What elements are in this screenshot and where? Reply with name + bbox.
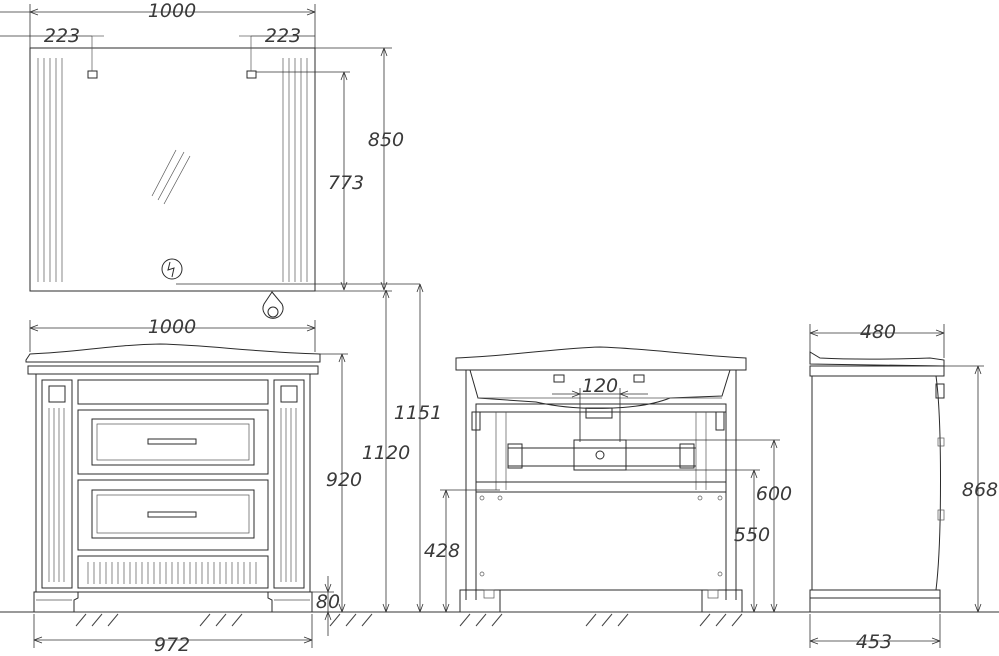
mirror-dimensions: 1000 223 223 850 773	[0, 0, 420, 292]
mirror-width-label: 1000	[148, 0, 196, 22]
drawer-upper-handle	[147, 438, 197, 445]
side-base-depth-label: 453	[856, 631, 892, 653]
cabinet-front-view	[25, 343, 321, 613]
hanger-left	[87, 70, 98, 79]
side-height-label: 868	[962, 479, 998, 501]
side-countertop	[809, 351, 945, 367]
basin-top	[455, 346, 747, 371]
side-depth-label: 480	[860, 321, 896, 343]
hanger-right	[246, 70, 257, 79]
countertop	[25, 343, 321, 363]
side-handle-top	[935, 383, 945, 399]
level-600-label: 600	[756, 483, 792, 505]
mirror-right-offset-label: 223	[265, 25, 301, 47]
floor-line	[0, 611, 999, 627]
foot-right	[267, 591, 313, 613]
cabinet-height-label: 920	[326, 469, 362, 491]
plinth-height-label: 80	[316, 591, 340, 613]
drawer-lower-handle	[147, 511, 197, 518]
mirror-inner-height-label: 773	[328, 172, 364, 194]
cabinet-side-dimensions: 480 453 868	[809, 321, 998, 653]
cabinet-side-view	[809, 351, 945, 613]
mirror-view	[29, 35, 316, 319]
outlet-height-label: 428	[424, 540, 460, 562]
top-rail	[77, 379, 269, 405]
mirror-height-label: 850	[368, 129, 404, 151]
mirror-bottom-height-label: 1120	[362, 442, 410, 464]
mirror-left-offset-label: 223	[44, 25, 80, 47]
cabinet-back-dimensions: 120 428 600 550	[424, 375, 792, 613]
cabinet-base-width-label: 972	[154, 634, 190, 656]
drawer-lower	[77, 479, 269, 551]
socket-icon	[262, 291, 284, 319]
total-top-height-label: 1151	[394, 402, 442, 424]
lightning-bolt-icon	[161, 258, 183, 280]
cabinet-front-dimensions: 1000 972 920 80 1120 1151	[29, 283, 442, 656]
cabinet-body	[35, 373, 311, 593]
drawer-upper	[77, 409, 269, 475]
foot-left	[33, 591, 79, 613]
mirror-frame	[29, 47, 316, 292]
lower-back-panel	[475, 491, 727, 591]
cabinet-width-label: 1000	[148, 316, 196, 338]
level-550-label: 550	[734, 524, 770, 546]
pipe-spacing-label: 120	[582, 375, 618, 397]
